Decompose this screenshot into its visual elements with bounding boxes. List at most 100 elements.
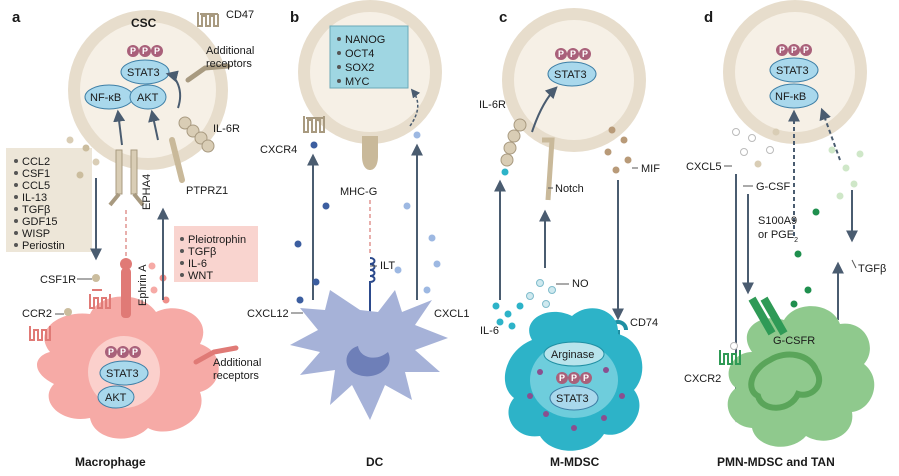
- gcsfr-receptor: [748, 296, 788, 336]
- list-item: CCL2: [22, 156, 50, 168]
- s100a9-label: S100A9: [758, 215, 797, 227]
- csc-d-secreted-particles: [732, 128, 864, 308]
- stat3-label: STAT3: [127, 67, 160, 79]
- cxcl12-bound: [310, 141, 318, 149]
- phospho-marker: [556, 372, 568, 384]
- mac-secreted-particles: [148, 262, 170, 304]
- mif-label: MIF: [641, 163, 660, 175]
- notch-receptor: [542, 137, 555, 201]
- akt-node: [129, 84, 167, 110]
- list-item: WNT: [188, 270, 213, 282]
- dc-nucleus: [346, 346, 390, 377]
- phospho-marker: [579, 48, 591, 60]
- stat3-label-d: STAT3: [776, 65, 809, 77]
- ccr2-label: CCR2: [22, 308, 52, 320]
- macrophage-title: Macrophage: [75, 455, 146, 469]
- arrow: [165, 70, 182, 109]
- list-item: WISP: [22, 228, 50, 240]
- ilt-label: ILT: [380, 260, 395, 272]
- stat3-label-c: STAT3: [554, 69, 587, 81]
- m-mdsc-title: M-MDSC: [550, 455, 600, 469]
- additional-receptor-mac: [193, 345, 239, 365]
- mdsc-stat3-label: STAT3: [556, 393, 589, 405]
- gcsfr-label: G-CSFR: [773, 335, 815, 347]
- dashed-arrow-d2: [819, 107, 841, 161]
- phospho-marker: [105, 346, 117, 358]
- phospho-label: P: [108, 347, 114, 357]
- phospho-label: P: [570, 49, 576, 59]
- phospho-group-d: P P P: [776, 44, 812, 56]
- phospho-marker: [567, 48, 579, 60]
- tgfb-label-d: TGFβ: [858, 263, 886, 275]
- phospho-label: P: [154, 46, 160, 56]
- panel-b: b NANOG OCT4 SOX2 MYC CXCR4 MHC-G ILT: [247, 0, 469, 469]
- mhc-g-molecule: [362, 136, 378, 170]
- gcsf-label: G-CSF: [756, 181, 791, 193]
- arrow: [148, 109, 160, 141]
- panel-b-letter: b: [290, 9, 299, 26]
- mac-stat3-node: [99, 360, 149, 386]
- mac-akt-node: [97, 385, 135, 409]
- phospho-marker: [788, 44, 800, 56]
- mdsc-granules: [527, 367, 625, 431]
- mac-secreted-box: [174, 226, 258, 282]
- phospho-marker: [800, 44, 812, 56]
- epha4-label: EPHA4: [141, 174, 153, 210]
- phospho-marker: [555, 48, 567, 60]
- akt-label: AKT: [137, 92, 159, 104]
- phospho-label: P: [779, 45, 785, 55]
- phospho-group-mac: P P P: [105, 346, 141, 358]
- phospho-marker: [580, 372, 592, 384]
- csc-secreted-particles: [66, 136, 100, 179]
- phospho-marker: [127, 45, 139, 57]
- phospho-label: P: [803, 45, 809, 55]
- phospho-marker: [776, 44, 788, 56]
- il6-label: IL-6: [480, 325, 499, 337]
- phospho-group-mdsc: P P P: [556, 372, 592, 384]
- phospho-label: P: [559, 373, 565, 383]
- list-item: IL-13: [22, 192, 47, 204]
- arrow-c1: [531, 86, 558, 133]
- cxcl1-label: CXCL1: [434, 308, 469, 320]
- epha4-receptor: [108, 149, 145, 207]
- csc-title: CSC: [131, 16, 157, 30]
- csf1r-receptor: [89, 274, 111, 309]
- nfkb-label: NF-κB: [90, 92, 121, 104]
- dc-chemokine-particles: [294, 202, 441, 304]
- phospho-marker: [568, 372, 580, 384]
- ptprz1-receptor: [169, 137, 185, 183]
- list-item: SOX2: [345, 62, 374, 74]
- phospho-label: P: [132, 347, 138, 357]
- panel-c-letter: c: [499, 9, 507, 26]
- cd74-label: CD74: [630, 317, 658, 329]
- phospho-label: P: [142, 46, 148, 56]
- cxcr2-label: CXCR2: [684, 373, 721, 385]
- phospho-marker: [139, 45, 151, 57]
- stem-genes-list: NANOG OCT4 SOX2 MYC: [337, 34, 385, 88]
- tan-nucleus: [748, 351, 823, 411]
- pmn-mdsc-tan-title: PMN-MDSC and TAN: [717, 455, 835, 469]
- phospho-label: P: [120, 347, 126, 357]
- mdsc-stat3-node: [549, 385, 599, 411]
- phospho-marker: [117, 346, 129, 358]
- phospho-label: P: [571, 373, 577, 383]
- cxcr4-receptor: [303, 116, 325, 133]
- phospho-label: P: [558, 49, 564, 59]
- csc-secreted-box: [6, 148, 92, 252]
- panel-a-letter: a: [12, 9, 21, 26]
- mac-akt-label: AKT: [105, 392, 127, 404]
- list-item: Pleiotrophin: [188, 234, 246, 246]
- mif-particles: [604, 126, 632, 174]
- il6-particles: [492, 302, 524, 330]
- stat3-node-c: [547, 61, 597, 87]
- list-item: MYC: [345, 76, 370, 88]
- phospho-label: P: [130, 46, 136, 56]
- stat3-node-d: [769, 57, 819, 83]
- il6r-label-c: IL-6R: [479, 99, 506, 111]
- arrow: [113, 109, 126, 146]
- phospho-group-a: P P P: [127, 45, 163, 57]
- mac-secreted-list: Pleiotrophin TGFβ IL-6 WNT: [180, 234, 246, 282]
- csf1r-label: CSF1R: [40, 274, 76, 286]
- dashed-arrow-b: [409, 88, 421, 127]
